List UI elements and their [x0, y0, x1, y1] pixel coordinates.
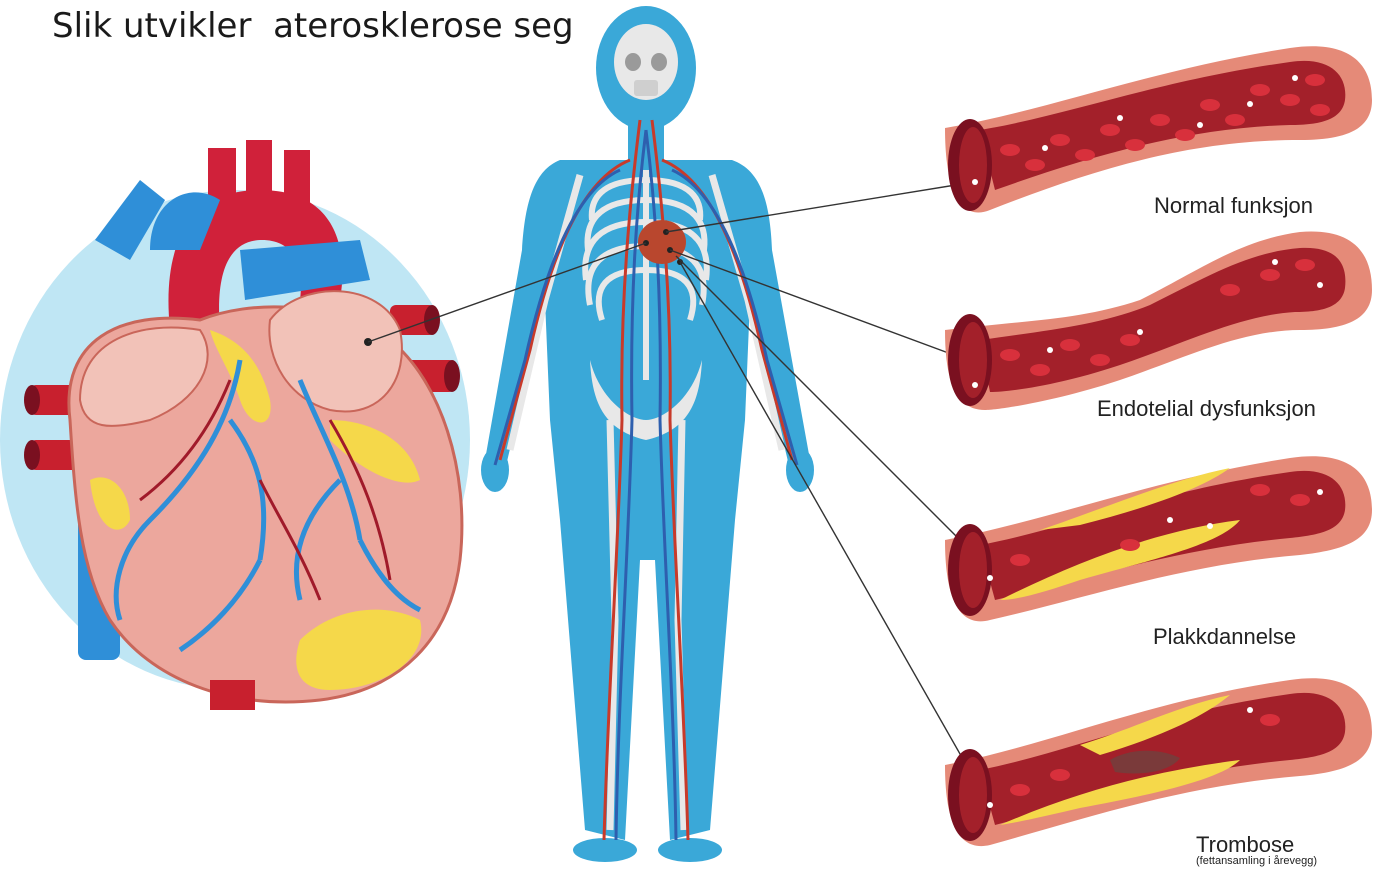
- vessel-normal: [945, 46, 1372, 212]
- vessel-endothelial: [945, 232, 1372, 410]
- stage-sublabel-thrombosis: (fettansamling i årevegg): [1196, 855, 1317, 867]
- heart-illustration: [0, 140, 470, 710]
- vessel-thrombosis: [945, 678, 1372, 846]
- vessel-plaque: [945, 456, 1372, 621]
- stage-label-normal: Normal funksjon: [1154, 193, 1313, 219]
- stage-label-plaque: Plakkdannelse: [1153, 624, 1296, 650]
- stage-label-endothelial: Endotelial dysfunksjon: [1097, 396, 1316, 422]
- page-title: Slik utvikler aterosklerose seg: [52, 6, 574, 46]
- body-illustration: [481, 6, 814, 862]
